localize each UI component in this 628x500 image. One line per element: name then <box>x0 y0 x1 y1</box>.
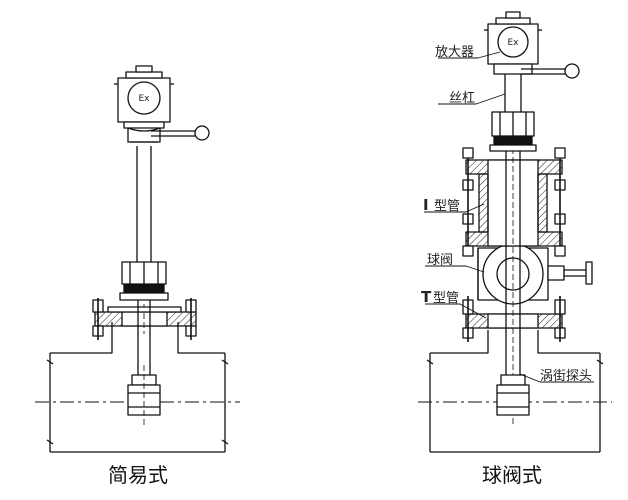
label-i-pipe-text: 型管 <box>434 199 460 214</box>
i-pipe-section <box>462 147 566 257</box>
t-pipe-flange <box>462 296 566 342</box>
right-ex-mark: Ex <box>507 38 519 48</box>
label-vortex-probe: 涡街探头 <box>540 369 592 384</box>
right-handle <box>521 63 580 79</box>
label-t-pipe-text: 型管 <box>433 291 459 306</box>
ball-valve-type-assembly <box>418 11 612 453</box>
left-amplifier-head <box>114 65 174 143</box>
left-ex-mark: Ex <box>138 94 150 104</box>
caption-ball-valve-type: 球阀式 <box>482 463 542 487</box>
left-handle <box>151 125 210 141</box>
left-probe <box>127 300 161 425</box>
right-amplifier-head <box>484 11 542 75</box>
label-amplifier: 放大器 <box>435 45 474 60</box>
simple-type-assembly <box>35 65 240 453</box>
right-nut <box>489 111 537 152</box>
label-t-pipe-letter: T <box>421 288 432 306</box>
ball-valve-body <box>477 243 593 305</box>
right-pipe <box>418 330 612 453</box>
left-flange <box>92 298 197 340</box>
label-i-pipe-letter: I <box>423 196 429 214</box>
caption-simple-type: 简易式 <box>108 463 168 487</box>
left-nut <box>119 261 169 301</box>
right-probe-tip <box>496 374 530 416</box>
left-pipe <box>35 322 240 453</box>
label-lead-screw: 丝杠 <box>449 90 475 106</box>
label-ball-valve: 球阀 <box>427 253 453 268</box>
leader-lines <box>424 51 594 383</box>
